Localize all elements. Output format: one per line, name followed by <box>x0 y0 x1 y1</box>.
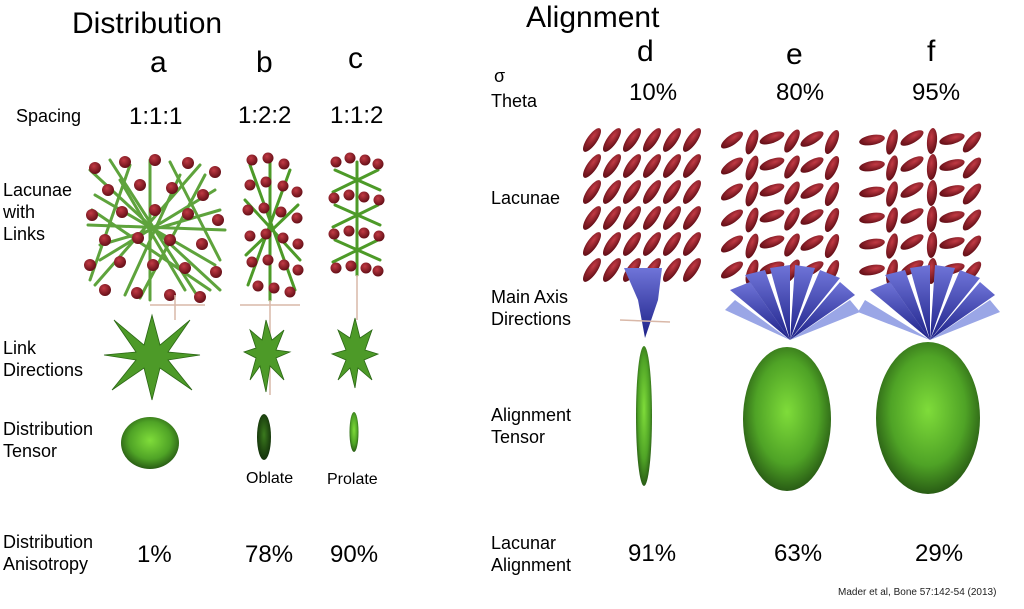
column-letter-b: b <box>256 46 273 79</box>
lacunae-grid-e <box>718 129 843 286</box>
anisotropy-value-b: 78% <box>245 541 294 568</box>
lacunae-links-a <box>84 154 227 303</box>
link-directions-a <box>103 313 201 401</box>
row-label-lacunar-alignment: Lacunar Alignment <box>491 533 572 575</box>
anisotropy-value-c: 90% <box>330 541 379 568</box>
lacunae-links-c <box>328 152 385 277</box>
alignment-value-d: 91% <box>628 540 677 567</box>
row-label-distribution-anisotropy: Distribution Anisotropy <box>3 532 94 574</box>
tensor-note-prolate: Prolate <box>327 471 378 488</box>
alignment-value-e: 63% <box>774 540 823 567</box>
row-label-theta: Theta <box>491 91 538 111</box>
spacing-value-b: 1:2:2 <box>238 102 292 129</box>
column-letter-e: e <box>786 38 803 71</box>
column-letter-c: c <box>348 42 363 75</box>
alignment-tensor-e <box>743 347 831 491</box>
distribution-tensor-c <box>349 412 359 452</box>
row-label-main-axis: Main Axis Directions <box>491 287 572 329</box>
column-letter-f: f <box>927 35 936 68</box>
tensor-note-oblate: Oblate <box>246 470 294 487</box>
citation: Mader et al, Bone 57:142-54 (2013) <box>838 587 997 598</box>
lacunae-grid-f <box>858 128 985 286</box>
sigma-value-e: 80% <box>776 79 825 106</box>
distribution-title: Distribution <box>72 7 223 40</box>
distribution-tensor-a <box>121 417 179 469</box>
spacing-value-c: 1:1:2 <box>330 102 384 129</box>
alignment-value-f: 29% <box>915 540 964 567</box>
spacing-value-a: 1:1:1 <box>129 103 183 130</box>
distribution-tensor-b <box>257 414 271 460</box>
alignment-tensor-d <box>636 346 652 486</box>
lacunae-grid-d <box>579 128 705 285</box>
row-label-lacunae-links: Lacunae with Links <box>3 180 73 244</box>
link-directions-c <box>330 317 380 389</box>
main-axis-directions-f <box>858 265 1000 340</box>
link-directions-b <box>242 319 292 393</box>
main-axis-directions-e <box>725 265 860 340</box>
row-label-distribution-tensor: Distribution Tensor <box>3 419 94 461</box>
lacunae-links-b <box>242 152 304 302</box>
column-letter-a: a <box>150 46 167 79</box>
row-label-spacing: Spacing <box>16 106 82 126</box>
alignment-tensor-f <box>876 342 980 494</box>
row-label-link-directions: Link Directions <box>3 338 84 380</box>
row-label-alignment-tensor: Alignment Tensor <box>491 405 572 447</box>
sigma-value-d: 10% <box>629 79 678 106</box>
row-label-sigma: σ <box>494 66 506 86</box>
anisotropy-value-a: 1% <box>137 541 172 568</box>
column-letter-d: d <box>637 35 654 68</box>
row-label-lacunae: Lacunae <box>491 188 561 208</box>
alignment-title: Alignment <box>526 1 660 34</box>
main-axis-directions-d <box>624 268 662 338</box>
sigma-value-f: 95% <box>912 79 961 106</box>
